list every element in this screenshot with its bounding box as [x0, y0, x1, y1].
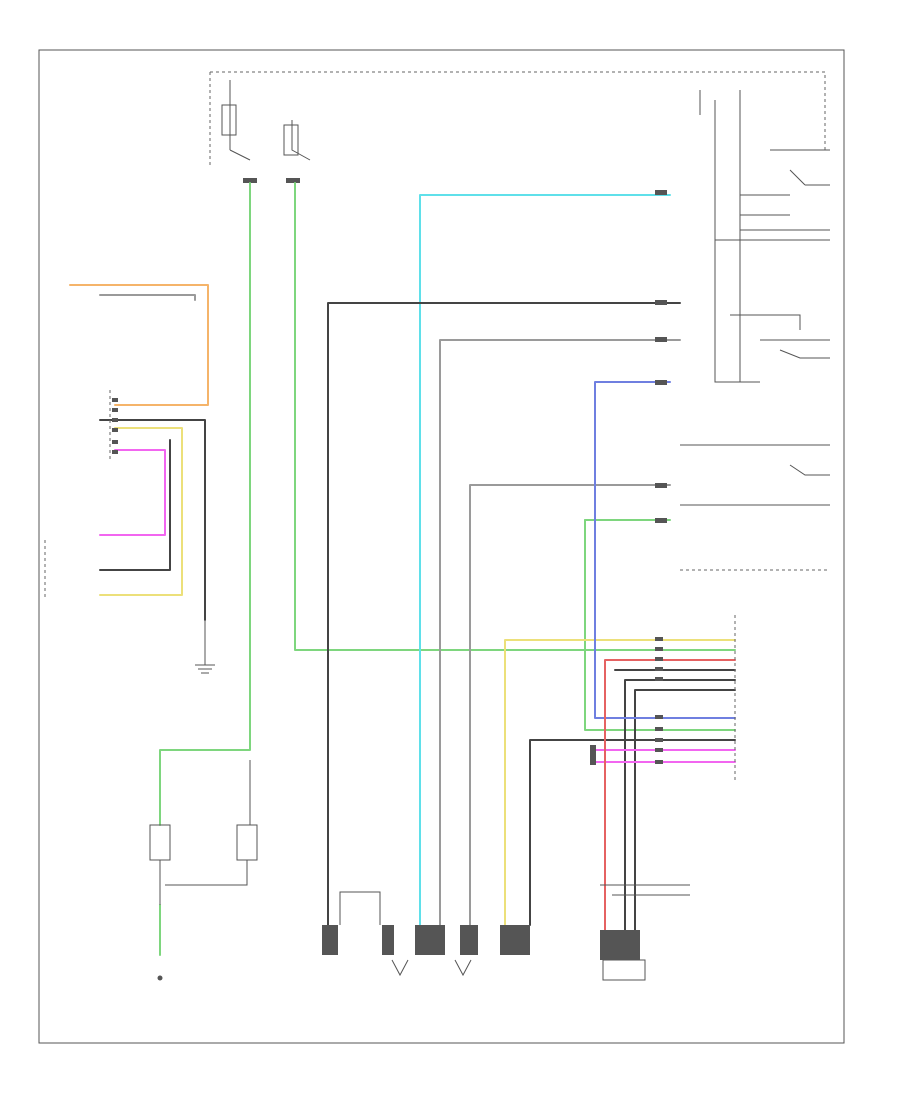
wire-black-6: [634, 689, 736, 931]
switch-connector: [655, 483, 667, 488]
wire-cyan: [419, 194, 671, 926]
wire-gray-2: [469, 484, 671, 926]
wire-blue: [594, 381, 736, 719]
pcm-pins: [655, 637, 663, 764]
wire-green-1: [159, 182, 251, 826]
wire-green-3: [584, 519, 736, 731]
bottom-sensor-shapes: [391, 959, 472, 977]
bottom-right-leads: [600, 884, 690, 896]
switch-connector: [655, 190, 667, 195]
ground-icon: [195, 620, 215, 674]
connector: [286, 178, 300, 183]
right-switch-network: [739, 100, 830, 382]
wire-green-2: [294, 182, 736, 651]
wire-black-7: [529, 739, 736, 926]
bottom-connectors: [322, 925, 640, 960]
fuse-element: [221, 104, 237, 136]
wire-red: [604, 659, 736, 936]
wire-black-1: [327, 302, 681, 926]
switch-connector: [655, 380, 667, 385]
fuse-block-relays: [229, 80, 311, 161]
right-switch-network-2: [714, 100, 830, 383]
solenoid-wiring: [159, 760, 251, 905]
wire-yellow-1: [99, 427, 183, 596]
connector: [243, 178, 257, 183]
ground-point-icon: [157, 975, 163, 981]
switch-3: [680, 444, 830, 506]
wire-black-3: [99, 419, 206, 621]
switch-connector: [655, 300, 667, 305]
switch-1: [770, 149, 830, 186]
right-fuses: [699, 90, 741, 115]
solenoid-1: [149, 824, 171, 861]
wire-gray-1: [439, 339, 681, 926]
solenoid-2: [236, 824, 258, 861]
switch-connector: [655, 337, 667, 342]
wire-black-5: [624, 679, 736, 931]
diagram-border: [38, 49, 845, 1044]
left-module-pins: [112, 398, 118, 454]
bottom-sensor-box: [602, 959, 646, 981]
wire-yellow-2: [504, 639, 736, 926]
switch-2: [730, 314, 830, 359]
pcm-side-connector: [590, 745, 596, 765]
fuse-block-outline: [210, 71, 826, 150]
wire-magenta-1: [99, 449, 166, 536]
relay-element: [283, 124, 299, 156]
wire-gray-3: [99, 294, 196, 301]
bottom-loop: [339, 891, 381, 925]
wire-orange: [69, 284, 209, 406]
wire-black-2: [99, 439, 171, 571]
switch-connector: [655, 518, 667, 523]
